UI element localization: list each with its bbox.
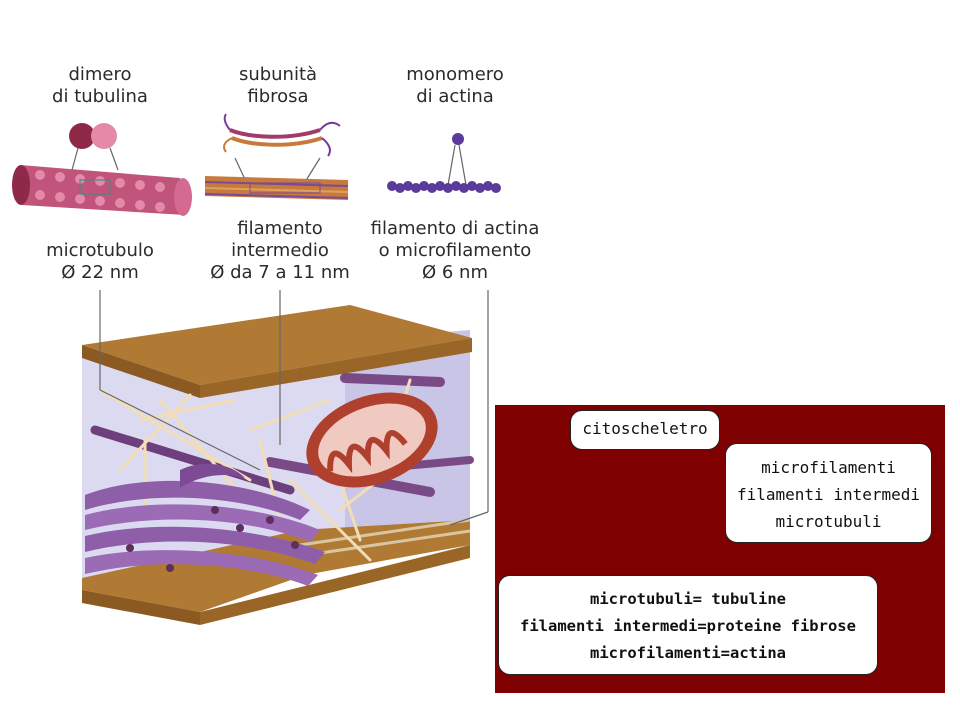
label-fibrous-subunit: subunità fibrosa	[238, 64, 318, 107]
type-item: microtubuli	[775, 512, 882, 531]
mitochondrion	[306, 392, 438, 488]
actin-monomer	[452, 133, 464, 145]
label-microtubule-diameter: Ø 22 nm	[61, 262, 139, 283]
type-item: filamenti intermedi	[736, 485, 921, 504]
composition-box: microtubuli= tubuline filamenti intermed…	[498, 575, 878, 675]
types-box: microfilamenti filamenti intermedi micro…	[725, 443, 932, 543]
top-membrane	[82, 305, 472, 398]
panel-title: citoscheletro	[582, 419, 708, 438]
info-panel: citoscheletro microfilamenti filamenti i…	[495, 405, 945, 693]
label-microtubule: microtubulo	[46, 240, 154, 261]
composition-item: microfilamenti=actina	[590, 644, 786, 662]
actin-filament-chain	[387, 181, 501, 193]
label-intermediate-filament: filamento intermedio	[231, 218, 329, 261]
composition-item: microtubuli= tubuline	[590, 590, 786, 608]
leader-lines	[71, 144, 489, 526]
type-item: microfilamenti	[761, 458, 896, 477]
label-actin-diameter: Ø 6 nm	[421, 262, 488, 283]
intermediate-filament-rope	[204, 176, 349, 200]
label-intermediate-diameter: Ø da 7 a 11 nm	[210, 262, 350, 283]
composition-item: filamenti intermedi=proteine fibrose	[520, 617, 856, 635]
label-actin-filament: filamento di actina o microfilamento	[370, 218, 540, 261]
panel-title-box: citoscheletro	[570, 410, 720, 450]
microtubule-cylinder	[12, 165, 192, 216]
label-actin-monomer: monomero di actina	[406, 64, 504, 107]
golgi-stack	[85, 463, 325, 586]
label-tubulin-dimer: dimero di tubulina	[52, 64, 148, 107]
fibrous-subunit	[223, 113, 341, 157]
tubulin-dimer	[69, 123, 117, 149]
